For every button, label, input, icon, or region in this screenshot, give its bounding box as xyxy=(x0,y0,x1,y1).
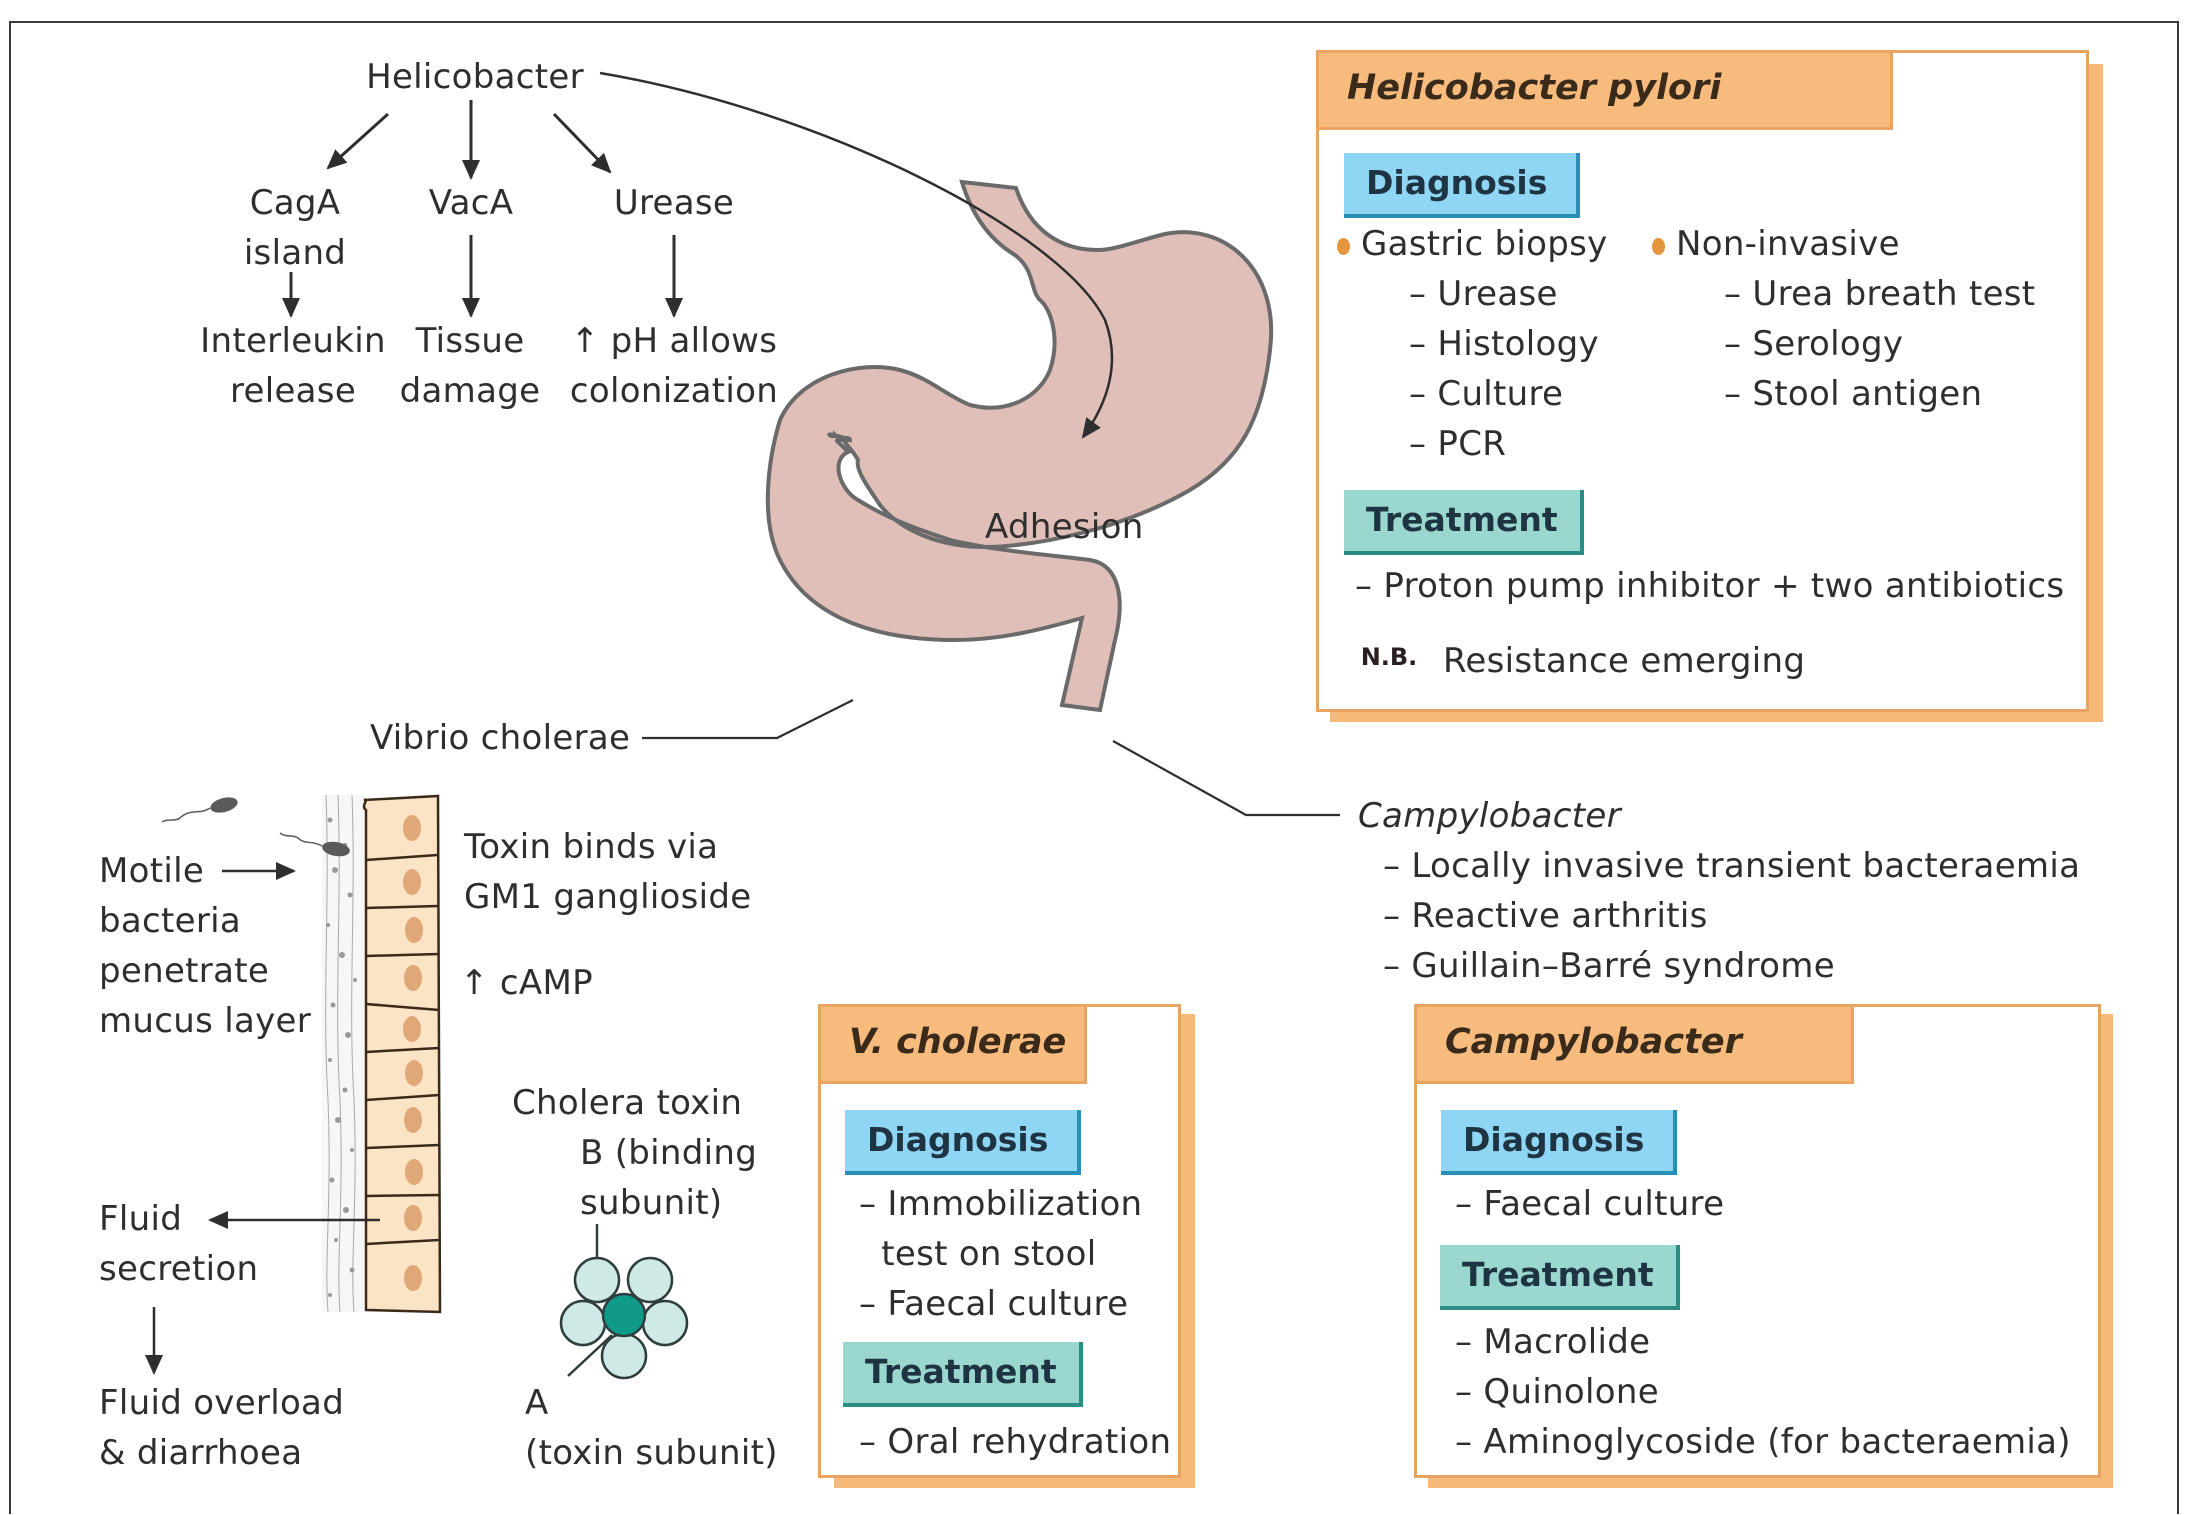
vcholerae-treatment-tag: Treatment xyxy=(843,1342,1083,1407)
hpylori-col1-head: Gastric biopsy xyxy=(1361,224,1608,264)
pathway-factor-caga-1: CagA xyxy=(249,183,341,223)
campylobacter-box: Campylobacter Diagnosis – Faecal culture… xyxy=(1414,1004,2101,1478)
bullet-icon xyxy=(1337,238,1350,255)
campylobacter-effect-1: – Locally invasive transient bacteraemia xyxy=(1383,846,2081,886)
toxin-title-2: B (binding xyxy=(580,1133,758,1173)
outcome-text-2: & diarrhoea xyxy=(99,1433,303,1473)
vcholerae-treatment-item-1: – Oral rehydration xyxy=(859,1422,1172,1462)
toxin-binds-text-2: GM1 ganglioside xyxy=(464,877,752,917)
pathway-effect-ph-2: colonization xyxy=(569,371,779,411)
toxin-a-1: A xyxy=(525,1383,549,1423)
motile-text-2: bacteria xyxy=(99,901,242,941)
campylobacter-treatment-tag: Treatment xyxy=(1440,1245,1680,1310)
hpylori-col2-head: Non-invasive xyxy=(1676,224,1900,264)
arrow-to-urease xyxy=(552,112,612,174)
motile-text-4: mucus layer xyxy=(99,1001,312,1041)
motile-text-3: penetrate xyxy=(99,951,270,991)
campylobacter-leader-line xyxy=(1112,740,1340,817)
pathway-effect-interleukin-1: Interleukin xyxy=(200,321,386,361)
pathway-effect-tissue-2: damage xyxy=(399,371,541,411)
pathway-effect-tissue-1: Tissue xyxy=(415,321,525,361)
hpylori-treatment-item-1: – Proton pump inhibitor + two antibiotic… xyxy=(1355,566,2065,606)
toxin-title-1: Cholera toxin xyxy=(512,1083,743,1123)
campylobacter-treatment-item-3: – Aminoglycoside (for bacteraemia) xyxy=(1455,1422,2071,1462)
hpylori-box-header: Helicobacter pylori xyxy=(1319,53,1893,130)
campylobacter-effect-2: – Reactive arthritis xyxy=(1383,896,1708,936)
hpylori-col1-item-3: – Culture xyxy=(1409,374,1564,414)
outcome-text-1: Fluid overload xyxy=(99,1383,345,1423)
figure-frame xyxy=(9,21,2179,1514)
cholera-toxin-icon xyxy=(559,1224,689,1380)
bullet-icon xyxy=(1652,238,1665,255)
hpylori-nb-text: Resistance emerging xyxy=(1443,641,1806,681)
hpylori-col2-item-1: – Urea breath test xyxy=(1724,274,2036,314)
vcholerae-diagnosis-item-3: – Faecal culture xyxy=(859,1284,1129,1324)
hpylori-col2-item-3: – Stool antigen xyxy=(1724,374,1983,414)
campylobacter-label: Campylobacter xyxy=(1358,796,1621,836)
stomach-shape xyxy=(765,179,1274,713)
vibrio-cholerae-label: Vibrio cholerae xyxy=(370,718,631,758)
hpylori-col1-item-4: – PCR xyxy=(1409,424,1507,464)
cell-nuclei xyxy=(403,815,423,1291)
adhesion-arrow xyxy=(599,71,1114,439)
vcholerae-diagnosis-tag: Diagnosis xyxy=(845,1110,1081,1175)
pathway-factor-urease: Urease xyxy=(613,183,735,223)
bacteria-icon xyxy=(161,797,350,857)
mucus-layer xyxy=(322,794,364,1313)
vcholerae-box-title: V. cholerae xyxy=(849,1022,1067,1062)
vcholerae-diagnosis-item-2: test on stool xyxy=(859,1234,1097,1274)
pathway-factor-caga-2: island xyxy=(243,233,347,273)
toxin-binds-text-1: Toxin binds via xyxy=(464,827,719,867)
nb-badge: N.B. xyxy=(1328,621,1450,693)
campylobacter-effect-3: – Guillain–Barré syndrome xyxy=(1383,946,1835,986)
campylobacter-diagnosis-tag: Diagnosis xyxy=(1441,1110,1677,1175)
toxin-a-2: (toxin subunit) xyxy=(525,1433,778,1473)
vcholerae-diagnosis-item-1: – Immobilization xyxy=(859,1184,1143,1224)
campylobacter-box-title: Campylobacter xyxy=(1445,1022,1742,1062)
campylobacter-treatment-item-1: – Macrolide xyxy=(1455,1322,1651,1362)
hpylori-col1-item-1: – Urease xyxy=(1409,274,1558,314)
hpylori-col2-item-2: – Serology xyxy=(1724,324,1904,364)
motile-text-1: Motile xyxy=(99,851,205,891)
campylobacter-box-header: Campylobacter xyxy=(1417,1007,1854,1084)
hpylori-col1-item-2: – Histology xyxy=(1409,324,1599,364)
hpylori-treatment-tag: Treatment xyxy=(1344,490,1584,555)
campylobacter-diagnosis-item-1: – Faecal culture xyxy=(1455,1184,1725,1224)
fluid-text-2: secretion xyxy=(99,1249,259,1289)
fluid-text-1: Fluid xyxy=(99,1199,183,1239)
hpylori-box-title: Helicobacter pylori xyxy=(1347,68,1722,108)
toxin-title-3: subunit) xyxy=(580,1183,723,1223)
camp-text: ↑ cAMP xyxy=(460,963,593,1003)
nb-badge-label: N.B. xyxy=(1360,643,1418,671)
pathway-effect-ph-1: ↑ pH allows xyxy=(570,321,778,361)
pathway-root-helicobacter: Helicobacter xyxy=(366,57,584,97)
arrow-to-caga xyxy=(326,112,390,170)
hpylori-diagnosis-tag: Diagnosis xyxy=(1344,153,1580,218)
pathway-effect-interleukin-2: release xyxy=(229,371,357,411)
epithelial-cells xyxy=(362,794,442,1314)
campylobacter-treatment-item-2: – Quinolone xyxy=(1455,1372,1659,1412)
hpylori-box: Helicobacter pylori Diagnosis Gastric bi… xyxy=(1316,50,2089,712)
pathway-factor-vaca: VacA xyxy=(428,183,514,223)
vcholerae-box-header: V. cholerae xyxy=(821,1007,1087,1084)
vcholerae-box: V. cholerae Diagnosis – Immobilization t… xyxy=(818,1004,1181,1478)
adhesion-label: Adhesion xyxy=(985,507,1144,547)
vibrio-leader-line xyxy=(642,699,854,740)
